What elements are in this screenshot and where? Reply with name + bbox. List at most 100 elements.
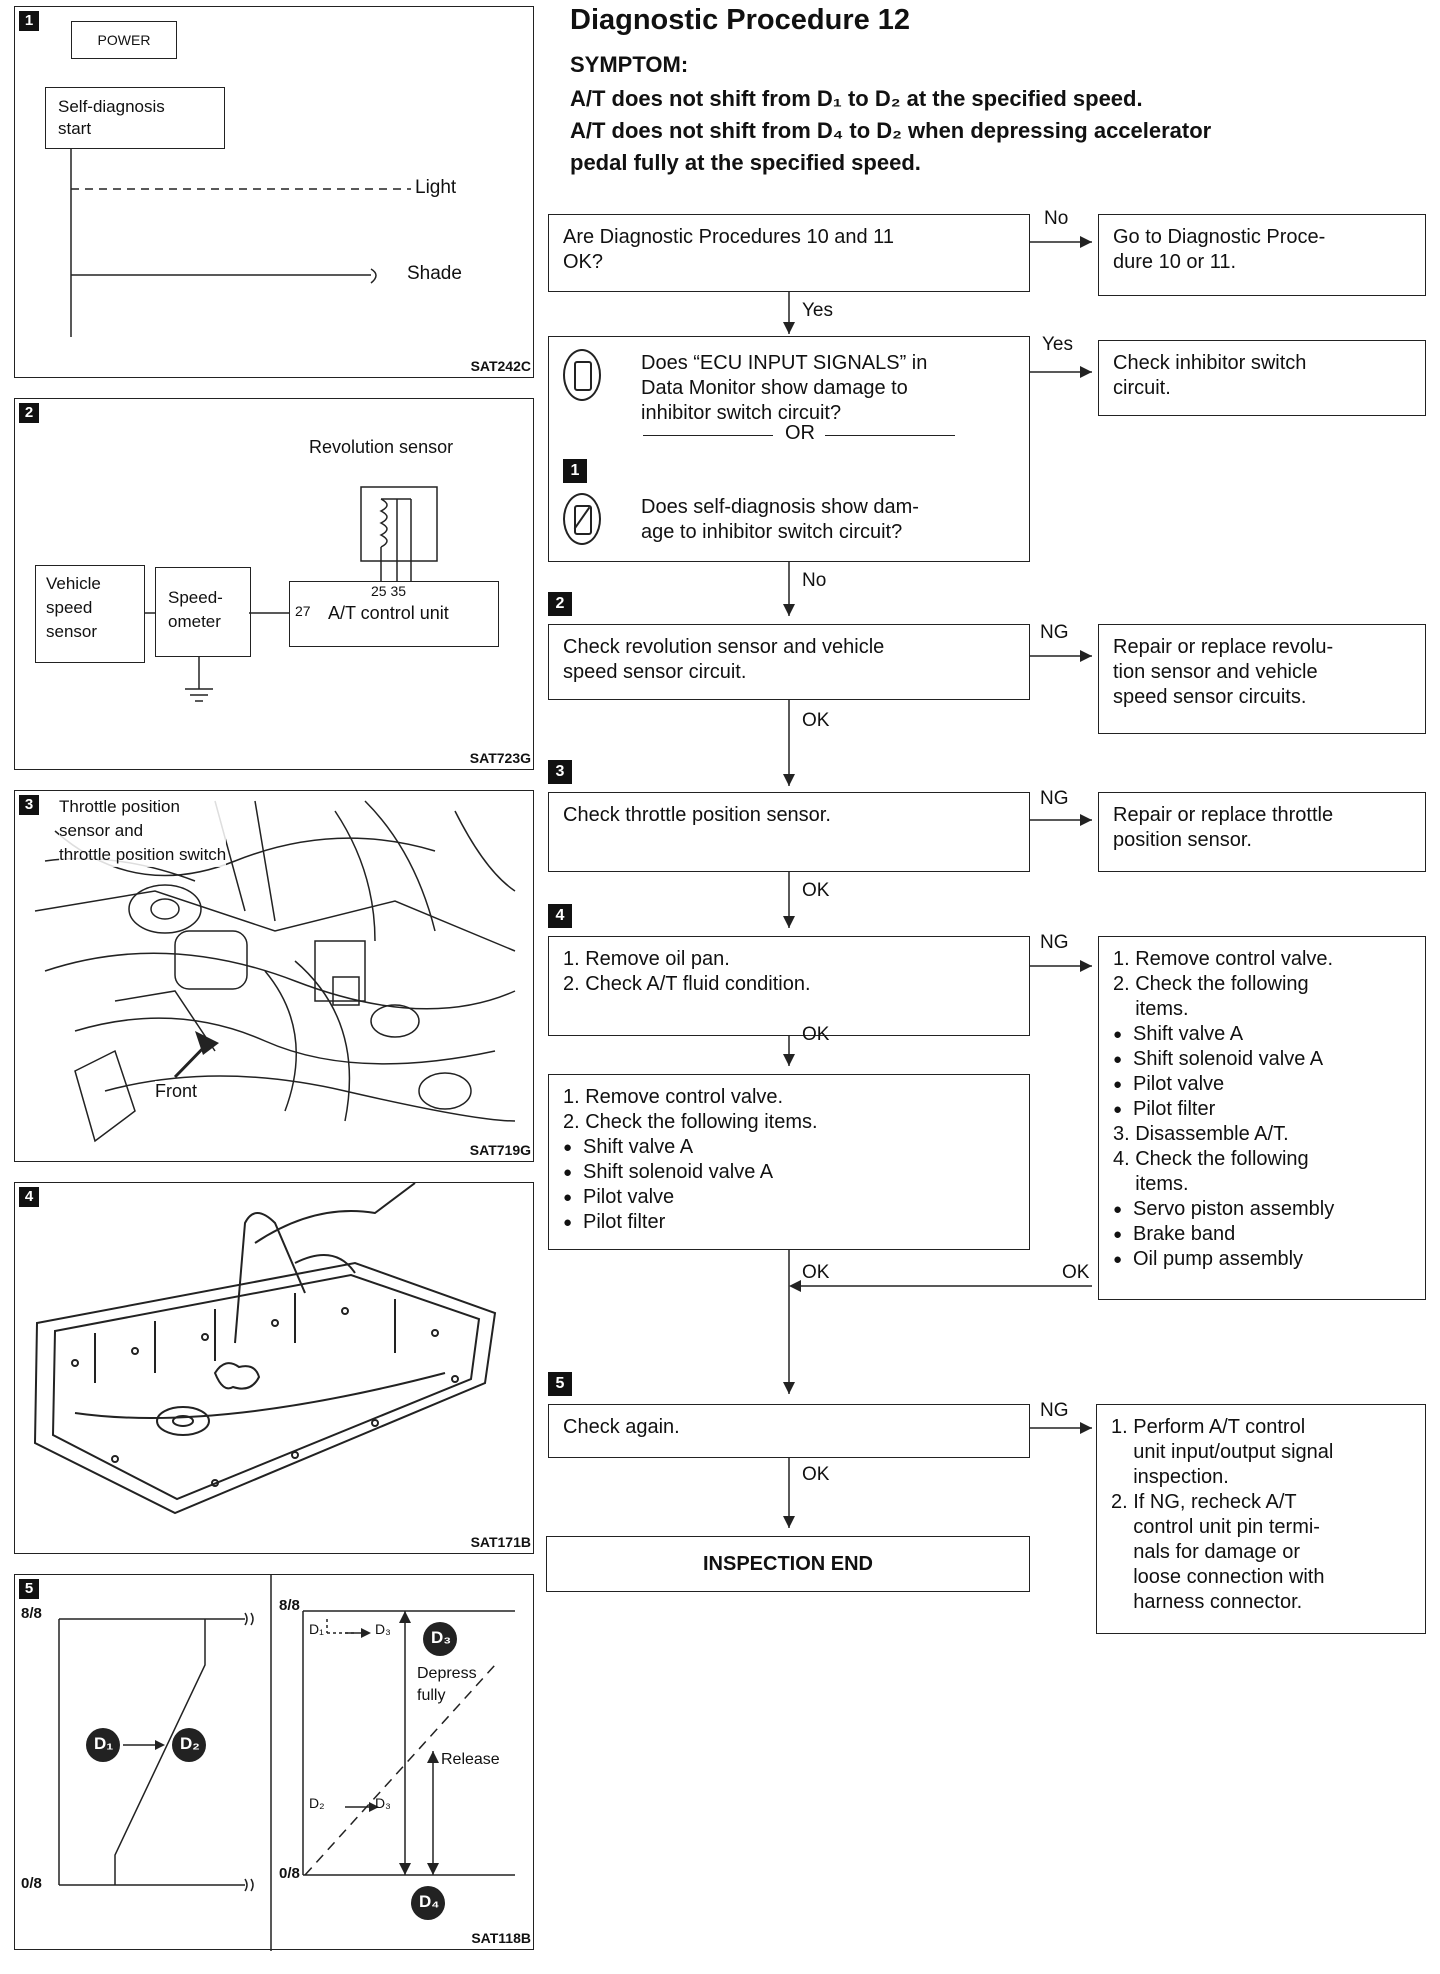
consult-icon (563, 349, 601, 401)
d3-small-label: D₃ (375, 1621, 391, 1637)
light-shade-diagram (70, 149, 411, 337)
ok-label-4: OK (802, 1024, 830, 1045)
remove-oil-pan-box: 1. Remove oil pan. 2. Check A/T fluid co… (548, 936, 1030, 1036)
s4-ng-bullet-list-2: Servo piston assembly Brake band Oil pum… (1113, 1197, 1411, 1272)
light-label: Light (415, 177, 457, 198)
q2b-text: Does self-diagnosis show dam- age to inh… (641, 496, 919, 543)
s4b-line: 2. Check the following items. (563, 1111, 818, 1133)
step-5-number: 5 (548, 1372, 572, 1396)
list-item: Shift valve A (1113, 1022, 1411, 1047)
check-again-box: Check again. (548, 1404, 1030, 1458)
speedometer-box: Speed- ometer (155, 567, 251, 657)
figure-code: SAT719G (469, 1142, 531, 1158)
shade-label: Shade (407, 263, 462, 284)
throttle-sensor-label: Throttle position sensor and throttle po… (59, 795, 227, 867)
s4-ng-line: items. (1113, 998, 1189, 1020)
ok-label-5: OK (802, 1464, 830, 1485)
sensor-wiring-diagram (145, 486, 438, 702)
check-revolution-sensor-box: Check revolution sensor and vehicle spee… (548, 624, 1030, 700)
oil-pan-illustration (33, 1183, 497, 1515)
s2-ng-label: NG (1040, 622, 1069, 643)
d3-small-label-2: D₃ (375, 1795, 391, 1811)
d2-small-label: D₂ (309, 1795, 325, 1811)
top-left-value: 8/8 (21, 1605, 42, 1622)
d1-circle-label: D₁ (94, 1734, 114, 1753)
list-item: Brake band (1113, 1222, 1411, 1247)
symptom-line-1: A/T does not shift from D₁ to D₂ at the … (570, 86, 1143, 111)
page-title: Diagnostic Procedure 12 (570, 4, 911, 36)
list-item: Pilot filter (563, 1210, 1015, 1235)
figure-code: SAT242C (470, 358, 531, 374)
panel-4-oil-pan-photo: 4 SAT171B (14, 1182, 534, 1554)
s4-ng-label: NG (1040, 932, 1069, 953)
list-item: Pilot valve (563, 1185, 1015, 1210)
symptom-label: SYMPTOM: (570, 52, 689, 77)
panel-1-self-diagnosis: 1 POWER Self-diagnosis start Light Shade… (14, 6, 534, 378)
s4b-bullet-list: Shift valve A Shift solenoid valve A Pil… (563, 1135, 1015, 1235)
bottom-right-value: 0/8 (279, 1865, 300, 1882)
s4-ng-line: 2. Check the following (1113, 973, 1309, 995)
ok-label-4b: OK (802, 1262, 830, 1283)
step-2-number: 2 (548, 592, 572, 616)
at-control-unit-label: A/T control unit (328, 603, 449, 623)
panel-number: 3 (19, 795, 39, 815)
or-label: OR (785, 422, 815, 444)
list-item: Shift solenoid valve A (563, 1160, 1015, 1185)
check-inhibitor-switch-box: Check inhibitor switch circuit. (1098, 340, 1426, 416)
panel-5-shift-diagram: 5 (14, 1574, 534, 1951)
or-divider: OR (549, 422, 1029, 445)
figure-code: SAT171B (470, 1534, 531, 1550)
d4-circle-label: D₄ (419, 1892, 440, 1911)
shift-pattern-graph (58, 1575, 515, 1951)
at-control-unit-box: A/T control unit (289, 581, 499, 647)
step-4-number: 4 (548, 904, 572, 928)
step-1-number: 1 (563, 459, 587, 483)
s4b-line: 1. Remove control valve. (563, 1086, 784, 1108)
perform-at-control-unit-box: 1. Perform A/T control unit input/output… (1096, 1404, 1426, 1634)
list-item: Pilot filter (1113, 1097, 1411, 1122)
inspection-end-label: INSPECTION END (702, 1553, 874, 1575)
remove-control-valve-box: 1. Remove control valve. 2. Check the fo… (548, 1074, 1030, 1250)
symptom-line-2: A/T does not shift from D₄ to D₂ when de… (570, 118, 1212, 143)
self-diagnosis-icon (563, 493, 601, 545)
go-to-procedure-box: Go to Diagnostic Proce- dure 10 or 11. (1098, 214, 1426, 296)
s3-ng-label: NG (1040, 788, 1069, 809)
power-label: POWER (97, 32, 151, 48)
ok-label-2: OK (802, 710, 830, 731)
depress-fully-label: Depress fully (417, 1665, 477, 1704)
ok-label-3: OK (802, 880, 830, 901)
s4-ng-line: items. (1113, 1173, 1189, 1195)
inspection-end-box: INSPECTION END (546, 1536, 1030, 1592)
ok-label-4c: OK (1062, 1262, 1090, 1283)
panel-number: 5 (19, 1579, 39, 1599)
s4-ng-procedure-box: 1. Remove control valve. 2. Check the fo… (1098, 936, 1426, 1300)
top-right-value: 8/8 (279, 1597, 300, 1614)
revolution-sensor-label: Revolution sensor (309, 437, 454, 457)
power-box: POWER (71, 21, 177, 59)
yes-label-1: Yes (802, 300, 833, 321)
no-label-2: No (802, 570, 827, 591)
q2a-text: Does “ECU INPUT SIGNALS” in Data Monitor… (641, 352, 928, 424)
panel-2-revolution-sensor: 2 Revolution sensor Vehicle speed sensor… (14, 398, 534, 770)
panel-number: 4 (19, 1187, 39, 1207)
s4-ng-line: 3. Disassemble A/T. (1113, 1123, 1289, 1145)
self-diagnosis-box: Self-diagnosis start (45, 87, 225, 149)
panel-number: 2 (19, 403, 39, 423)
bottom-left-value: 0/8 (21, 1875, 42, 1892)
panel-number: 1 (19, 11, 39, 31)
list-item: Shift solenoid valve A (1113, 1047, 1411, 1072)
question-inhibitor-switch: Does “ECU INPUT SIGNALS” in Data Monitor… (548, 336, 1030, 562)
d2-circle-label: D₂ (180, 1734, 200, 1753)
engine-illustration (34, 800, 516, 1143)
list-item: Servo piston assembly (1113, 1197, 1411, 1222)
list-item: Oil pump assembly (1113, 1247, 1411, 1272)
question-procedures-10-11: Are Diagnostic Procedures 10 and 11 OK? (548, 214, 1030, 292)
pins-label: 25 35 (371, 583, 407, 599)
step-3-number: 3 (548, 760, 572, 784)
repair-throttle-sensor-box: Repair or replace throttle position sens… (1098, 792, 1426, 872)
s4-ng-line: 1. Remove control valve. (1113, 948, 1334, 970)
s5-ng-label: NG (1040, 1400, 1069, 1421)
symptom-line-3: pedal fully at the specified speed. (570, 150, 921, 175)
figure-code: SAT118B (471, 1930, 531, 1946)
